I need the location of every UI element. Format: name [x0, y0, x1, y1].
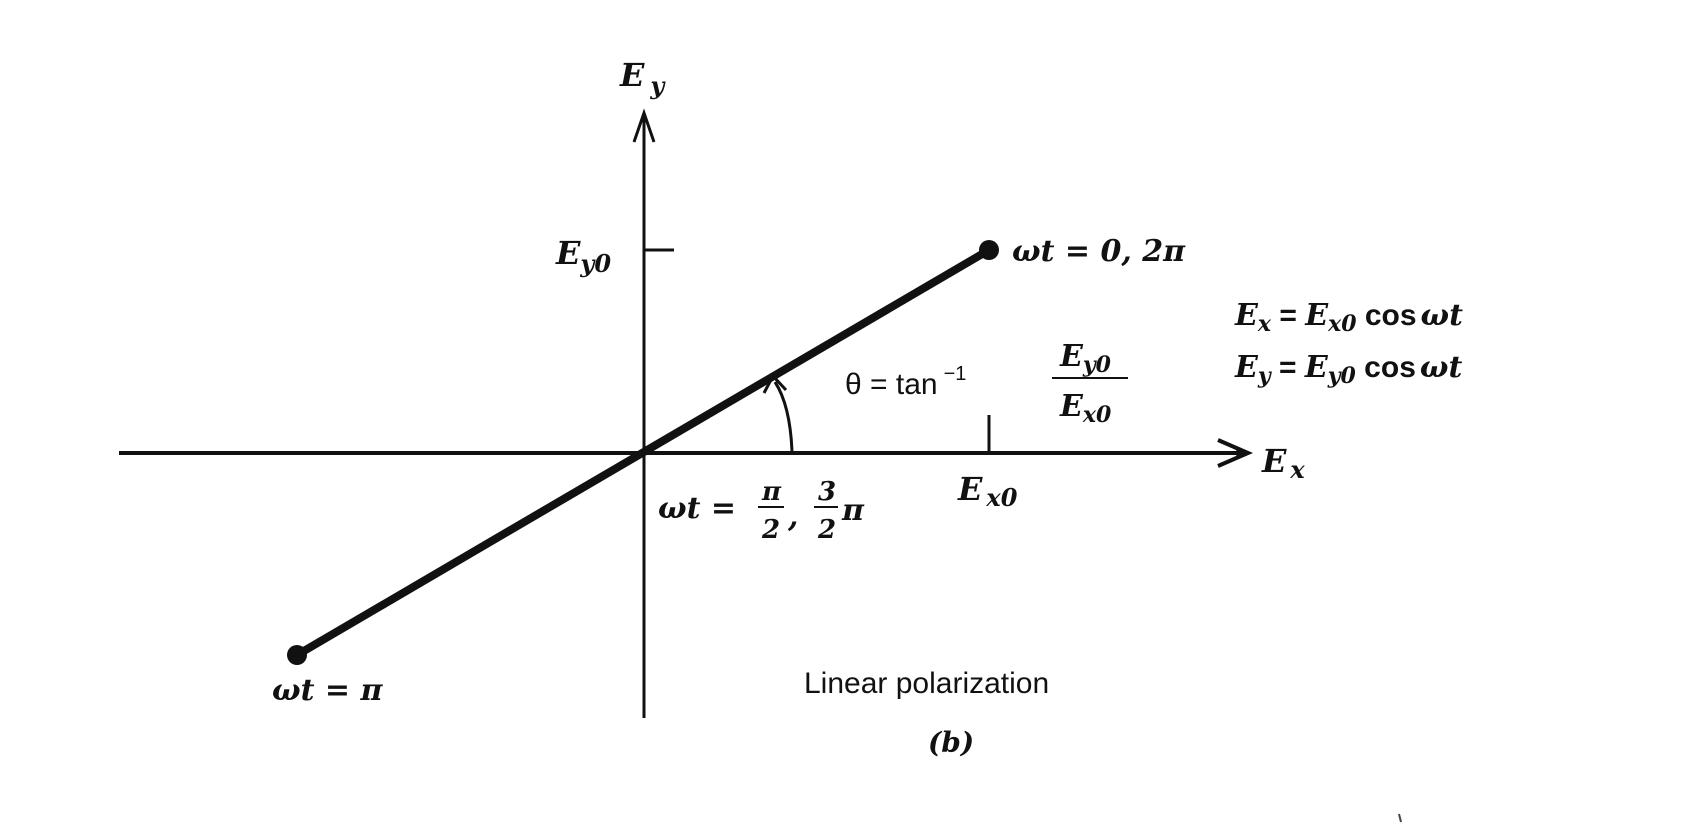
svg-text:3: 3: [818, 477, 836, 507]
bottom-point-label: ωt = π: [272, 673, 383, 708]
angle-arc: [773, 381, 794, 452]
svg-text:π: π: [841, 493, 865, 528]
sublabel: (b): [928, 726, 974, 759]
tiny-mark: [1398, 813, 1402, 823]
x-axis-arrowhead: [1217, 438, 1254, 468]
svg-text:Ey0: Ey0: [1059, 339, 1112, 378]
svg-text:2: 2: [761, 515, 780, 545]
origin-point-label: ωt = π 2 , 3 2 π: [658, 477, 865, 545]
y-axis-arrowhead: [632, 108, 656, 143]
ey0-label: Ey0: [555, 234, 611, 278]
svg-text:θ = tan−1: θ = tan−1: [845, 363, 966, 401]
angle-arrowhead: [762, 373, 788, 394]
svg-text:ωt =: ωt =: [658, 491, 736, 526]
svg-text:π: π: [761, 477, 782, 507]
endpoint-bottom: [287, 645, 307, 665]
angle-formula: θ = tan−1 Ey0 Ex0: [845, 339, 1128, 428]
svg-text:Ex0: Ex0: [1059, 389, 1112, 428]
top-point-label: ωt = 0, 2π: [1012, 234, 1186, 269]
svg-text:,: ,: [787, 499, 798, 534]
polarization-line: [294, 246, 992, 659]
svg-text:2: 2: [817, 515, 836, 545]
endpoint-top: [979, 240, 999, 260]
caption: Linear polarization: [804, 667, 1049, 700]
